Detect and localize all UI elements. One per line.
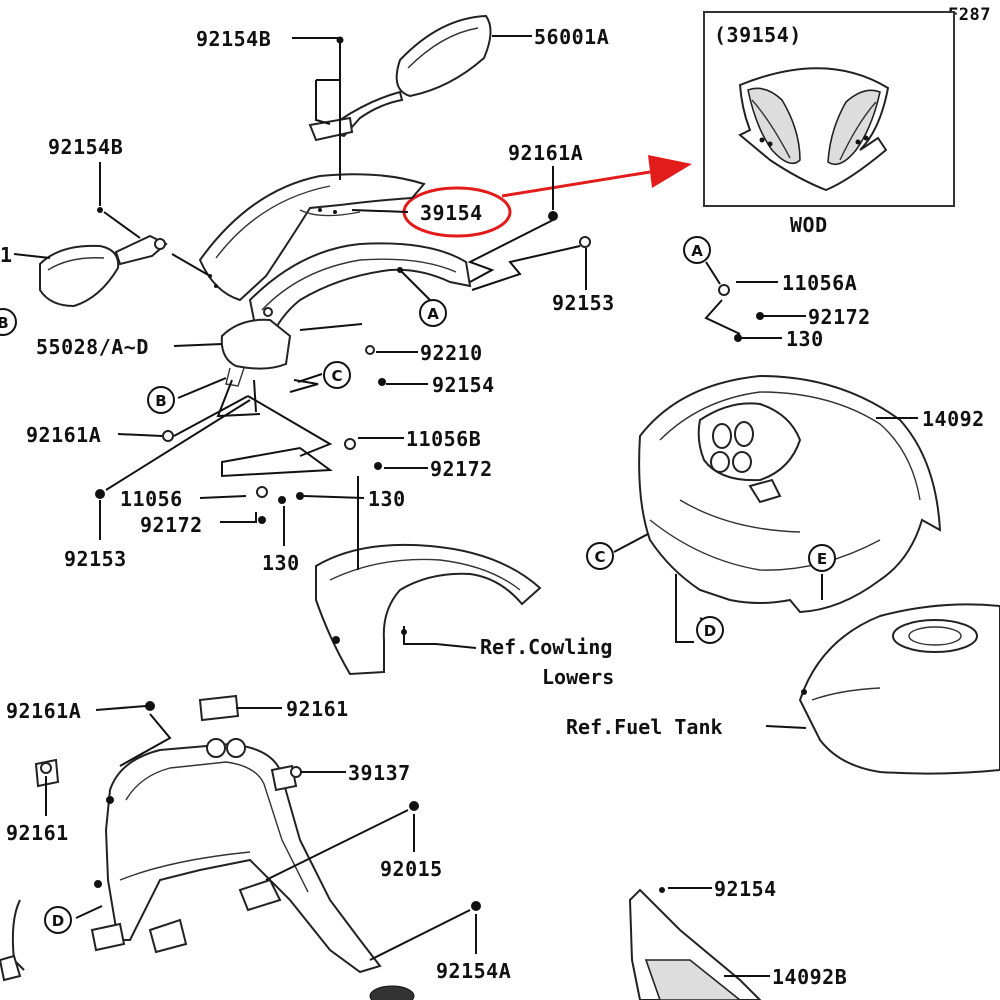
- label-11056: 11056: [120, 487, 183, 511]
- svg-text:B: B: [0, 314, 9, 332]
- svg-text:D: D: [704, 622, 716, 640]
- svg-text:D: D: [52, 912, 64, 930]
- label-11056B: 11056B: [406, 427, 481, 451]
- tag-b-edge: B: [0, 308, 17, 336]
- tag-c-right: C: [586, 542, 614, 570]
- part-labels: 92154B 56001A 92154B 92161A 39154 1 9215…: [0, 25, 985, 989]
- label-92154A: 92154A: [436, 959, 511, 983]
- inner-fairing-drawing: [638, 374, 942, 614]
- label-11056A: 11056A: [782, 271, 857, 295]
- label-55028: 55028/A~D: [36, 335, 149, 359]
- label-92153-left: 92153: [64, 547, 127, 571]
- label-92172-mid: 92172: [430, 457, 493, 481]
- windscreen-drawing: [198, 173, 426, 302]
- label-130-low: 130: [262, 551, 300, 575]
- label-39154: 39154: [420, 201, 483, 225]
- svg-text:C: C: [331, 367, 342, 385]
- label-92161: 92161: [286, 697, 349, 721]
- tag-e-right: E: [808, 544, 836, 572]
- label-92154-mid: 92154: [432, 373, 495, 397]
- label-92161A-low: 92161A: [6, 699, 81, 723]
- label-39137: 39137: [348, 761, 411, 785]
- tag-a-upper: A: [419, 299, 447, 327]
- label-92172-right: 92172: [808, 305, 871, 329]
- label-92210: 92210: [420, 341, 483, 365]
- reference-labels: Ref.Cowling Lowers Ref.Fuel Tank: [480, 635, 723, 739]
- label-130-right: 130: [786, 327, 824, 351]
- label-92154B-top: 92154B: [196, 27, 271, 51]
- svg-text:E: E: [817, 550, 827, 568]
- frame-bracket-drawing: [0, 694, 415, 1000]
- inset-box: (39154) WOD: [703, 11, 955, 237]
- label-92161-left: 92161: [6, 821, 69, 845]
- label-92161A-mid: 92161A: [26, 423, 101, 447]
- inset-caption: WOD: [790, 213, 828, 237]
- tag-c-mid: C: [323, 361, 351, 389]
- svg-text:B: B: [155, 392, 166, 410]
- svg-text:C: C: [594, 548, 605, 566]
- label-92153-top: 92153: [552, 291, 615, 315]
- tag-b-mid: B: [147, 386, 175, 414]
- side-panel-drawing: [628, 887, 762, 1000]
- label-92161A-top: 92161A: [508, 141, 583, 165]
- label-56001A: 56001A: [534, 25, 609, 49]
- mirror-right-drawing: [308, 14, 492, 142]
- label-92015: 92015: [380, 857, 443, 881]
- ref-cowling-line2: Lowers: [542, 665, 614, 689]
- label-14092B: 14092B: [772, 965, 847, 989]
- fasteners: [40, 36, 764, 911]
- ref-fuel-tank: Ref.Fuel Tank: [566, 715, 723, 739]
- tag-d-right: D: [696, 616, 724, 644]
- label-14092: 14092: [922, 407, 985, 431]
- label-92154-bottom: 92154: [714, 877, 777, 901]
- leader-lines: [13, 35, 918, 977]
- inner-cover-drawing: [220, 242, 472, 387]
- label-92154B-left: 92154B: [48, 135, 123, 159]
- label-left-mirror: 1: [0, 243, 13, 267]
- inset-title: (39154): [714, 23, 802, 47]
- diagram-id: F287: [948, 5, 991, 25]
- cowling-lower-drawing: [315, 543, 542, 676]
- fuel-tank-drawing: [798, 603, 1000, 775]
- label-130-mid: 130: [368, 487, 406, 511]
- circle-tags: A A B B C C D D: [0, 236, 836, 934]
- label-92172-left: 92172: [140, 513, 203, 537]
- ref-cowling-line1: Ref.Cowling: [480, 635, 612, 659]
- svg-text:A: A: [427, 305, 439, 323]
- tag-d-lower: D: [44, 906, 72, 934]
- mirror-left-drawing: [39, 207, 168, 308]
- svg-text:A: A: [691, 242, 703, 260]
- tag-a-right: A: [683, 236, 711, 264]
- inset-windscreen-drawing: [738, 67, 890, 192]
